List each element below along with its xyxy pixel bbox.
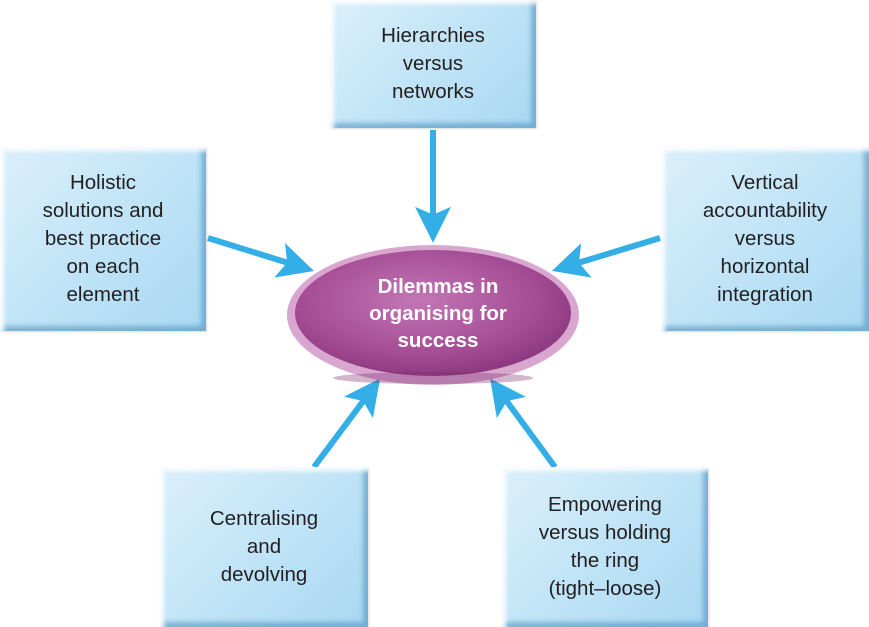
center-ellipse-shadow [333,372,533,384]
arrow-bottom-right [490,378,558,469]
box-centralising-and-devolving: Centralising and devolving [160,467,368,627]
center-ellipse [295,250,571,376]
box-empowering-versus-holding-the-ring: Empowering versus holding the ring (tigh… [502,467,708,627]
arrow-bottom-left [311,378,381,469]
box-vertical-accountability: Vertical accountability versus horizonta… [661,147,869,331]
center-label: Dilemmas in organising for success [369,274,507,352]
box-holistic-solutions: Holistic solutions and best practice on … [0,147,206,331]
box-hierarchies-versus-networks: Hierarchies versus networks [330,0,536,128]
arrow-left [207,235,315,278]
arrow-right [551,235,661,278]
